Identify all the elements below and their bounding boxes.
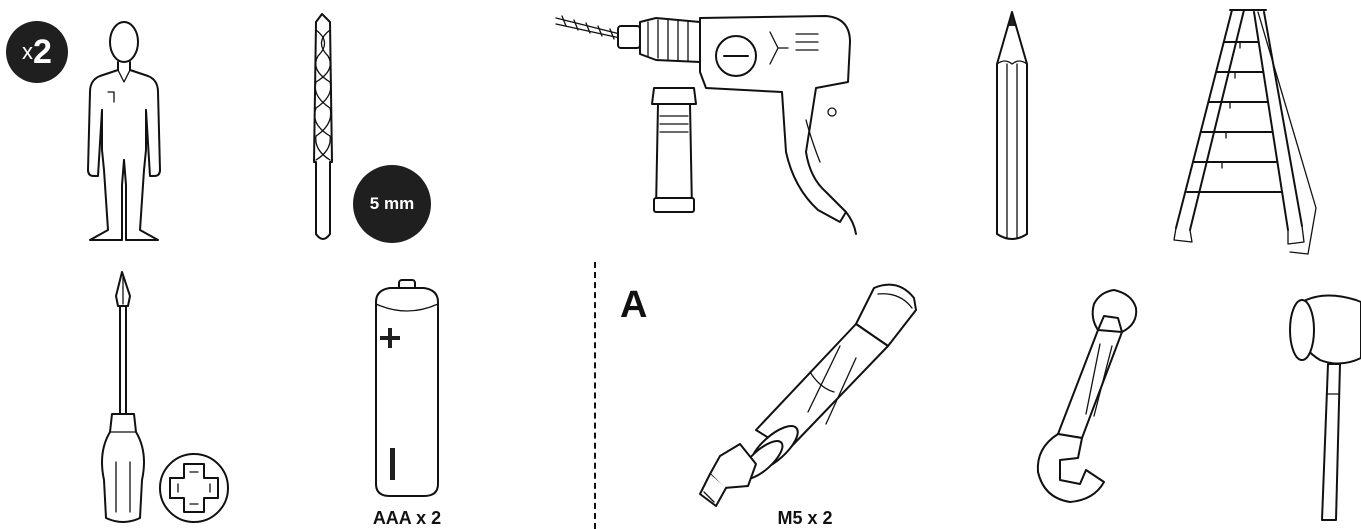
pencil-icon (996, 11, 1028, 240)
battery-caption: AAA x 2 (372, 508, 442, 528)
section-a-label: A (620, 284, 648, 326)
section-divider (594, 262, 596, 529)
drill-bit-size-label: 5 mm (369, 194, 415, 213)
count-value: 2 (33, 32, 52, 71)
rubber-mallet-icon (1289, 294, 1361, 521)
pozidriv-screwdriver-icon (101, 271, 229, 523)
count-prefix: x (22, 39, 34, 64)
person-icon (87, 21, 161, 241)
step-ladder-icon (1173, 9, 1317, 255)
open-end-wrench-icon (1036, 289, 1138, 503)
drill-bit-icon (313, 13, 333, 240)
drill-bit-size-badge: 5 mm (353, 165, 431, 243)
wall-anchor-bolt-icon (699, 283, 917, 507)
anchor-caption: M5 x 2 (777, 508, 833, 528)
aaa-battery-icon (375, 279, 439, 497)
power-drill-icon (555, 15, 857, 235)
